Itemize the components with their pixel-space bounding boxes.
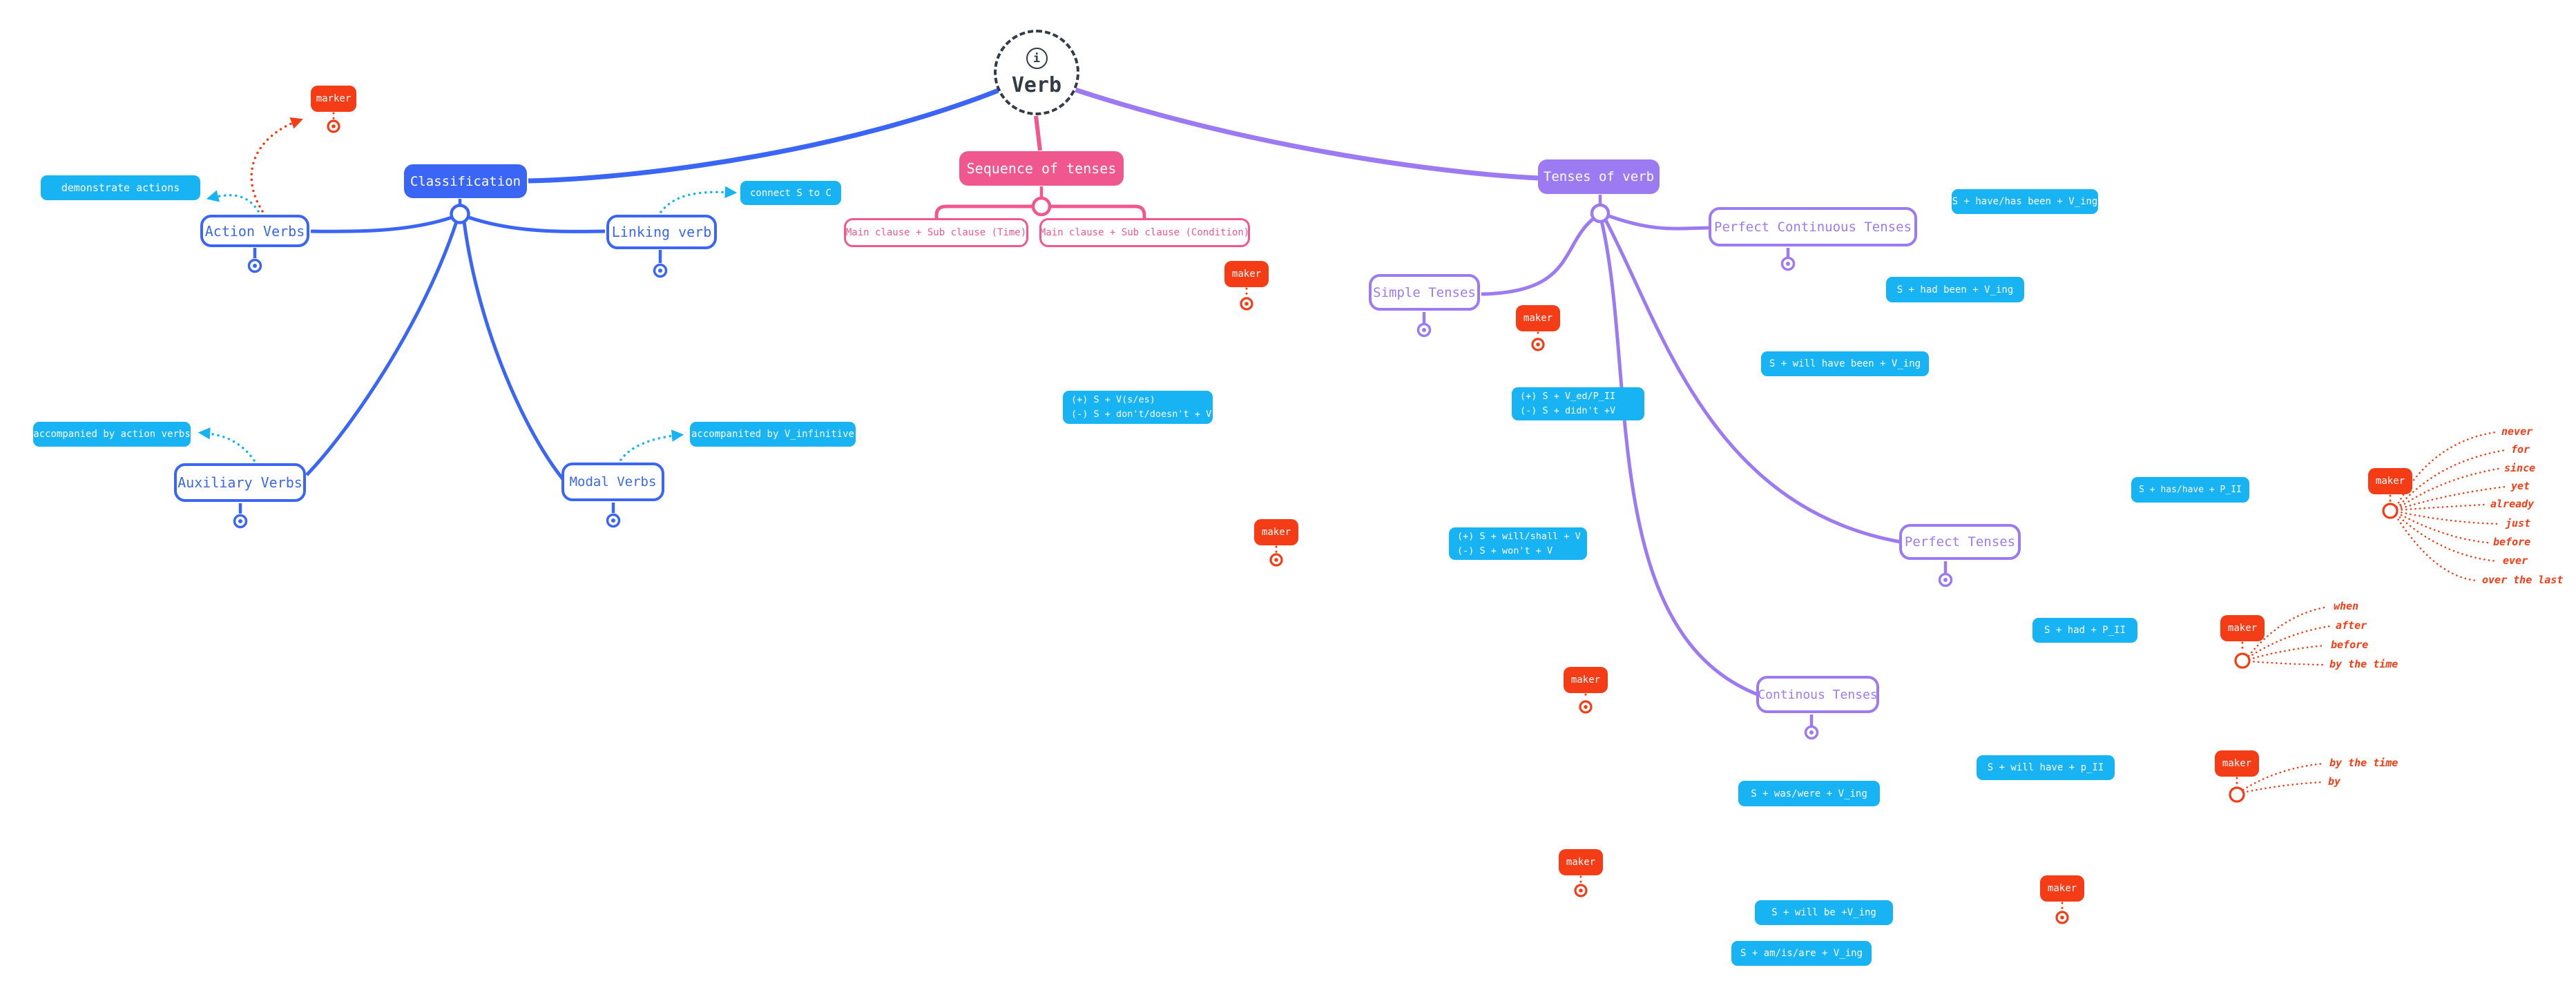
root-node-verb[interactable]: i Verb (994, 30, 1079, 115)
node-action-verbs[interactable]: Action Verbs (200, 215, 309, 247)
callout-demonstrate-actions[interactable]: demonstrate actions (41, 175, 200, 200)
node-tenses-of-verb[interactable]: Tenses of verb (1538, 159, 1660, 194)
fan-word-when[interactable]: when (2334, 600, 2359, 612)
formula-simple-past[interactable]: (+) S + V_ed/P_II (-) S + didn't +V (1512, 387, 1644, 420)
node-linking-verb[interactable]: Linking verb (606, 215, 717, 249)
formula-continuous-future[interactable]: S + will be +V_ing (1755, 900, 1893, 925)
node-simple-tenses[interactable]: Simple Tenses (1369, 274, 1480, 311)
purple-hub-toggle[interactable] (1590, 203, 1611, 224)
formula-line-negative: (-) S + didn't +V (1520, 405, 1616, 416)
fan-word-before[interactable]: before (2493, 536, 2531, 548)
formula-perfect-present[interactable]: S + has/have + P_II (2131, 477, 2249, 503)
maker-stub-lines (332, 112, 2392, 911)
formula-line-negative: (-) S + don't/doesn't + V (1071, 409, 1212, 420)
fan-word-never[interactable]: never (2501, 425, 2533, 438)
formula-line-positive: (+) S + V_ed/P_II (1520, 391, 1616, 402)
formula-perfect-continuous-future[interactable]: S + will have been + V_ing (1761, 351, 1929, 376)
formula-continuous-past[interactable]: S + was/were + V_ing (1738, 781, 1880, 806)
formula-line-negative: (-) S + won't + V (1457, 545, 1553, 556)
fan-curves (2242, 431, 2507, 794)
callout-accompanied-by-action-verbs[interactable]: accompanied by action verbs (33, 422, 191, 447)
formula-perfect-continuous-past[interactable]: S + had been + V_ing (1886, 277, 2024, 302)
fan-word-already[interactable]: already (2490, 498, 2535, 510)
maker-node-bottom[interactable]: maker (1559, 849, 1603, 875)
fan-word-for[interactable]: for (2511, 443, 2530, 456)
fan-word-yet[interactable]: yet (2511, 480, 2530, 492)
formula-perfect-past[interactable]: S + had + P_II (2032, 618, 2137, 643)
formula-line-positive: (+) S + V(s/es) (1071, 394, 1155, 405)
node-perfect-continuous-tenses[interactable]: Perfect Continuous Tenses (1709, 207, 1917, 246)
formula-perfect-continuous-present[interactable]: S + have/has been + V_ing (1952, 189, 2098, 214)
pink-hub-toggle[interactable] (1031, 196, 1052, 217)
node-main-sub-condition[interactable]: Main clause + Sub clause (Condition) (1039, 218, 1250, 247)
node-sequence-of-tenses[interactable]: Sequence of tenses (959, 151, 1124, 186)
formula-simple-present[interactable]: (+) S + V(s/es) (-) S + don't/doesn't + … (1063, 391, 1213, 424)
node-auxiliary-verbs[interactable]: Auxiliary Verbs (174, 463, 306, 502)
node-perfect-tenses[interactable]: Perfect Tenses (1899, 524, 2021, 560)
maker-node-future-perfect-fan[interactable]: maker (2215, 750, 2259, 777)
maker-node-simple[interactable]: maker (1516, 305, 1560, 331)
maker-node-bottom-right[interactable]: maker (2040, 875, 2084, 902)
formula-line-positive: (+) S + will/shall + V (1457, 530, 1581, 542)
blue-branch-connectors (238, 84, 1008, 514)
formula-perfect-future[interactable]: S + will have + p_II (1977, 755, 2115, 780)
fan-word-by-the-time-2[interactable]: by the time (2329, 757, 2399, 769)
fan-word-over-the-last[interactable]: over the last (2482, 574, 2564, 586)
fan-word-before-2[interactable]: before (2331, 639, 2369, 651)
blue-hub-toggle[interactable] (450, 204, 470, 224)
fan-word-since[interactable]: since (2504, 462, 2536, 474)
fan-word-just[interactable]: just (2506, 517, 2531, 529)
node-modal-verbs[interactable]: Modal Verbs (561, 463, 664, 501)
fan-word-by-the-time[interactable]: by the time (2329, 658, 2399, 670)
formula-simple-future[interactable]: (+) S + will/shall + V (-) S + won't + V (1449, 527, 1587, 560)
fan-word-by[interactable]: by (2328, 775, 2341, 788)
maker-node-mid-left[interactable]: maker (1254, 519, 1298, 545)
maker-node-past-perfect-fan[interactable]: maker (2220, 615, 2265, 641)
marker-node[interactable]: marker (311, 86, 356, 112)
purple-branch-connectors (1066, 84, 1948, 726)
node-continous-tenses[interactable]: Continous Tenses (1756, 676, 1879, 713)
fan-word-ever[interactable]: ever (2503, 554, 2528, 567)
red-marker-arrow (250, 117, 303, 213)
red-bullseye-icons (327, 119, 2069, 924)
maker-node-middle[interactable]: maker (1564, 667, 1608, 693)
purple-bullseye-icons (1416, 256, 1953, 740)
cyan-callout-arrows (198, 186, 738, 462)
node-classification[interactable]: Classification (404, 164, 527, 198)
fan-word-after[interactable]: after (2336, 619, 2367, 632)
info-icon: i (1026, 48, 1048, 69)
node-main-sub-time[interactable]: Main clause + Sub clause (Time) (844, 218, 1028, 247)
blue-bullseye-icons (233, 258, 668, 529)
callout-connect-s-to-c[interactable]: connect S to C (740, 181, 841, 205)
callout-accompanited-by-v-infinitive[interactable]: accompanited by V_infinitive (690, 422, 856, 447)
root-label: Verb (1011, 73, 1062, 97)
maker-node-sequence[interactable]: maker (1224, 261, 1269, 287)
formula-continuous-present[interactable]: S + am/is/are + V_ing (1731, 941, 1872, 966)
maker-node-present-perfect-fan[interactable]: maker (2368, 468, 2412, 494)
